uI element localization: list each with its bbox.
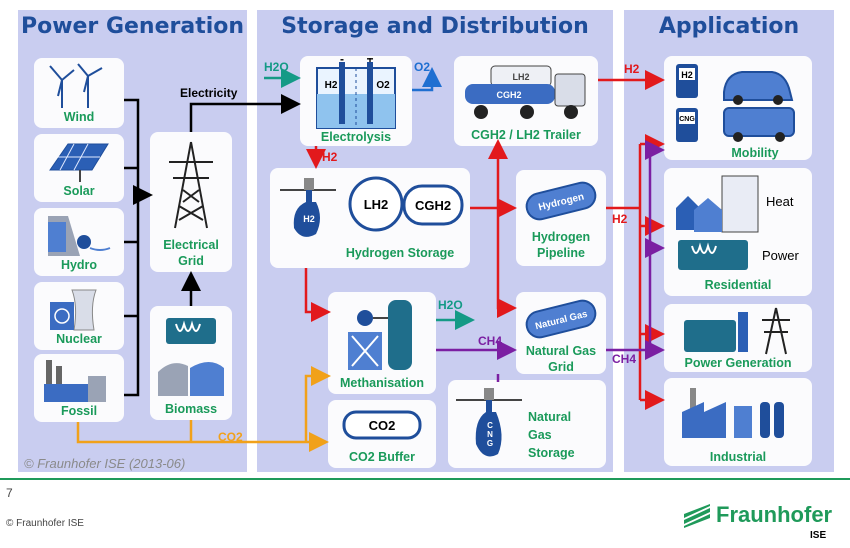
cavern-h2-label: H2 [303,214,315,224]
electrode-h2-label: H2 [325,80,338,91]
storage-distribution-title: Storage and Distribution [281,14,589,39]
methanisation-reactor-icon [348,300,412,370]
co2-buffer-label: CO2 Buffer [349,450,415,464]
footer-rule [0,478,850,480]
grid-label-line1: Electrical [163,238,219,252]
h2o-meth-flow-label: H2O [438,298,463,312]
cgh2-tank-label: CGH2 [415,198,451,213]
lh2-tank-label: LH2 [364,197,389,212]
natural-gas-pipeline-icon: Natural Gas [525,299,597,339]
industrial-label: Industrial [709,450,767,464]
co2-flow-label: CO2 [218,430,243,444]
ng-grid-label-line2: Grid [548,360,574,374]
o2-flow-label: O2 [414,60,431,74]
trailer-cgh2-label: CGH2 [496,90,521,100]
fraunhofer-logo-sub: ISE [810,530,827,541]
electricity-flow-label: Electricity [180,86,238,100]
wind-turbine-icon [49,63,103,108]
trailer-lh2-label: LH2 [512,72,529,82]
app-power-plant-icon [684,307,790,355]
mobility-label: Mobility [731,146,779,160]
nuclear-label: Nuclear [56,332,102,346]
page-number: 7 [6,486,13,500]
ch4-right-flow-label: CH4 [612,352,637,366]
grid-label-line2: Grid [178,254,204,268]
pipeline-label-line1: Hydrogen [531,230,591,244]
co2-tank-label: CO2 [369,418,396,433]
heat-label: Heat [766,194,794,209]
pump-cng-label: CNG [679,116,695,123]
ng-grid-label-line1: Natural Gas [525,344,597,358]
power-pylon-icon [169,141,213,229]
residential-icon [676,175,759,270]
methanisation-label: Methanisation [339,376,425,390]
h2-mobility-flow-label: H2 [624,62,640,76]
residential-label: Residential [704,278,772,292]
electrolysis-cell-icon: - + H2 O2 [316,58,396,129]
biomass-label: Biomass [164,402,218,416]
hydrogen-storage-label: Hydrogen Storage [345,246,455,260]
electrode-o2-label: O2 [376,80,390,91]
industrial-icon [682,388,784,438]
solar-panel-icon [49,143,109,182]
h2o-in-flow-label: H2O [264,60,289,74]
hydro-dam-icon [48,216,111,256]
app-power-generation-label: Power Generation [684,356,792,370]
pipeline-label-line2: Pipeline [537,246,585,260]
hydro-label: Hydro [60,258,98,272]
pump-h2-label: H2 [681,70,693,80]
solar-label: Solar [63,184,95,198]
ch4-meth-flow-label: CH4 [478,334,503,348]
power-generation-title: Power Generation [20,14,245,39]
ng-storage-label-line1: Natural [528,410,572,424]
cng-label-g: G [487,439,493,448]
plus-sign: + [366,58,373,66]
trailer-label: CGH2 / LH2 Trailer [471,128,581,142]
biomass-plant-icon [158,318,224,396]
fraunhofer-logo-text: Fraunhofer [716,502,833,527]
hydrogen-pipeline-icon: Hydrogen [525,181,597,221]
fraunhofer-logo-icon [684,504,710,528]
wind-label: Wind [63,110,95,124]
co2-buffer-tank-icon: CO2 [342,410,422,440]
cng-label-c: C [487,421,493,430]
fossil-label: Fossil [60,404,98,418]
ng-storage-box [448,380,606,468]
grid-box [150,132,232,272]
copyright-italic: © Fraunhofer ISE (2013-06) [24,456,186,471]
nuclear-plant-icon [50,289,97,331]
cng-label-n: N [487,430,493,439]
ng-storage-label-line3: Storage [528,446,575,460]
power-label: Power [762,248,799,263]
ng-storage-label-line2: Gas [528,428,552,442]
hydrogen-storage-icon: H2 LH2 CGH2 [280,176,464,237]
minus-sign: - [340,58,344,66]
application-title: Application [658,14,800,39]
wind-box [34,58,124,128]
electrolysis-label: Electrolysis [320,130,392,144]
footer-copyright: © Fraunhofer ISE [6,518,84,529]
mobility-icon: H2 CNG [676,64,795,142]
h2-right-flow-label: H2 [612,212,628,226]
trailer-truck-icon: LH2 CGH2 [465,65,586,119]
cng-cavern-icon: C N G [456,388,522,457]
fossil-plant-icon [44,360,106,402]
h2-down-flow-label: H2 [322,150,338,164]
